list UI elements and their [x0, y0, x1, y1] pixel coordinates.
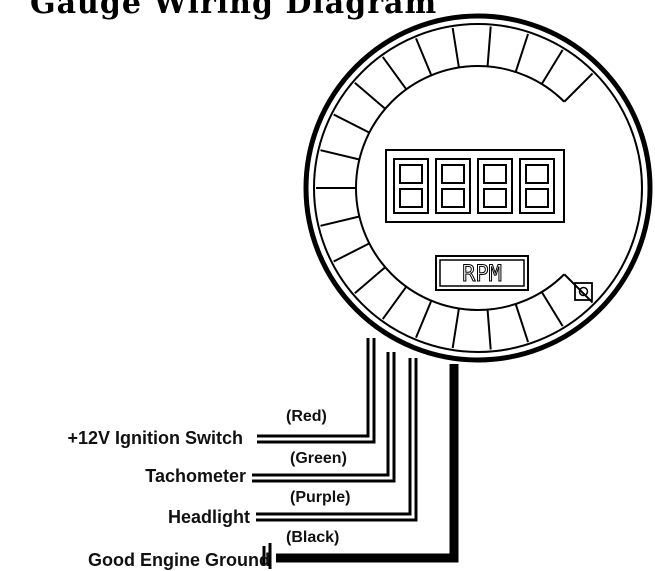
led-segment-divider [320, 215, 360, 227]
wire-purple [256, 358, 418, 522]
led-segment-divider [451, 27, 460, 68]
led-segment-divider [354, 266, 386, 294]
gauge-bezel-inner [313, 23, 643, 353]
led-segment-divider [451, 308, 460, 349]
led-segment-divider [486, 26, 492, 67]
gauge: RPM [303, 13, 653, 363]
wire-color-purple: (Purple) [290, 489, 351, 506]
led-segment-divider [333, 242, 370, 263]
gauge-bezel-outer [303, 13, 653, 363]
digit-8 [435, 158, 471, 214]
adjust-button-icon [574, 282, 593, 301]
led-segment-arc [316, 26, 594, 350]
terminal-label-ignition: +12V Ignition Switch [67, 428, 243, 448]
led-segment-divider [320, 149, 360, 161]
digit-8 [519, 158, 555, 214]
led-segment-divider [486, 309, 492, 350]
terminal-label-ground: Good Engine Ground [88, 550, 270, 570]
rpm-badge: RPM [435, 255, 529, 291]
led-segment-divider [381, 56, 408, 90]
wire-color-green: (Green) [290, 450, 347, 467]
wire-red [257, 338, 376, 444]
digit-8 [393, 158, 429, 214]
digit-display [385, 149, 565, 223]
led-segment-divider [563, 273, 594, 304]
wire-color-black: (Black) [286, 529, 340, 546]
terminal-label-headlight: Headlight [167, 507, 250, 527]
rpm-label: RPM [462, 262, 502, 287]
led-segment-divider [354, 82, 386, 110]
led-segment-divider [415, 37, 433, 76]
wire-black [262, 364, 459, 569]
led-segment-divider [514, 33, 530, 73]
digit-8 [477, 158, 513, 214]
led-segment-divider [514, 303, 530, 343]
led-segment-divider [333, 113, 370, 134]
led-segment-divider [540, 291, 564, 327]
led-segment-divider [563, 72, 594, 103]
wire-harness [252, 338, 459, 569]
diagram-title: Gauge Wiring Diagram [30, 0, 438, 21]
led-segment-divider [415, 300, 433, 339]
led-segment-divider [540, 49, 564, 85]
led-segment-divider [381, 286, 408, 320]
wire-green [252, 352, 396, 483]
terminal-label-tachometer: Tachometer [145, 466, 246, 486]
wire-color-red: (Red) [286, 408, 327, 425]
